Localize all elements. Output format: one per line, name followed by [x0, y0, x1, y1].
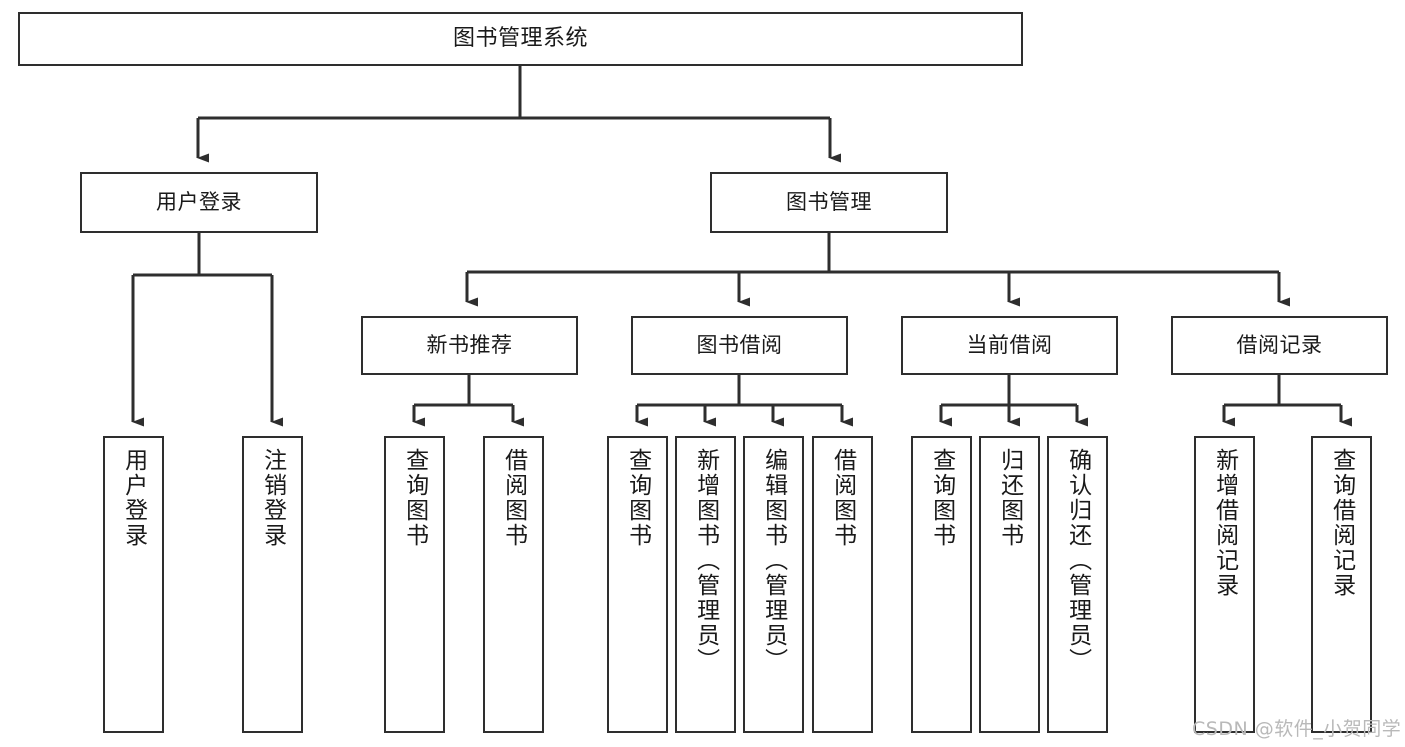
node-book-borrow[interactable]: 图书借阅 [631, 316, 848, 375]
node-label: 查询借阅记录 [1328, 448, 1355, 598]
node-label: 确认归还（管理员） [1064, 448, 1091, 673]
leaf-current-borrow-confirm[interactable]: 确认归还（管理员） [1047, 436, 1108, 733]
leaf-book-borrow-edit[interactable]: 编辑图书（管理员） [743, 436, 804, 733]
leaf-new-book-query[interactable]: 查询图书 [384, 436, 445, 733]
leaf-user-login-signin[interactable]: 用户登录 [103, 436, 164, 733]
node-label: 图书管理系统 [452, 25, 588, 51]
node-borrow-record[interactable]: 借阅记录 [1171, 316, 1388, 375]
leaf-borrow-record-add[interactable]: 新增借阅记录 [1194, 436, 1255, 733]
leaf-book-borrow-query[interactable]: 查询图书 [607, 436, 668, 733]
watermark-csdn: CSDN @软件_小贺同学 [1192, 718, 1402, 740]
leaf-borrow-record-query[interactable]: 查询借阅记录 [1311, 436, 1372, 733]
node-new-book-recommend[interactable]: 新书推荐 [361, 316, 578, 375]
node-label: 查询图书 [928, 448, 955, 548]
node-label: 借阅记录 [1236, 332, 1323, 357]
node-label: 图书管理 [786, 189, 872, 214]
leaf-current-borrow-return[interactable]: 归还图书 [979, 436, 1040, 733]
node-label: 借阅图书 [500, 448, 527, 548]
node-label: 当前借阅 [966, 332, 1053, 357]
node-current-borrow[interactable]: 当前借阅 [901, 316, 1118, 375]
node-user-login[interactable]: 用户登录 [80, 172, 318, 233]
node-label: 用户登录 [156, 189, 242, 214]
node-label: 注销登录 [259, 448, 286, 548]
node-root-library-system[interactable]: 图书管理系统 [18, 12, 1023, 66]
node-label: 借阅图书 [829, 448, 856, 548]
node-label: 新增借阅记录 [1211, 448, 1238, 598]
node-label: 新书推荐 [426, 332, 513, 357]
leaf-book-borrow-lend[interactable]: 借阅图书 [812, 436, 873, 733]
node-label: 查询图书 [624, 448, 651, 548]
node-book-management[interactable]: 图书管理 [710, 172, 948, 233]
leaf-new-book-borrow[interactable]: 借阅图书 [483, 436, 544, 733]
node-label: 新增图书（管理员） [692, 448, 719, 673]
node-label: 查询图书 [401, 448, 428, 548]
node-label: 图书借阅 [696, 332, 783, 357]
leaf-book-borrow-add[interactable]: 新增图书（管理员） [675, 436, 736, 733]
node-label: 用户登录 [120, 448, 147, 548]
node-label: 归还图书 [996, 448, 1023, 548]
leaf-user-login-signout[interactable]: 注销登录 [242, 436, 303, 733]
node-label: 编辑图书（管理员） [760, 448, 787, 673]
leaf-current-borrow-query[interactable]: 查询图书 [911, 436, 972, 733]
